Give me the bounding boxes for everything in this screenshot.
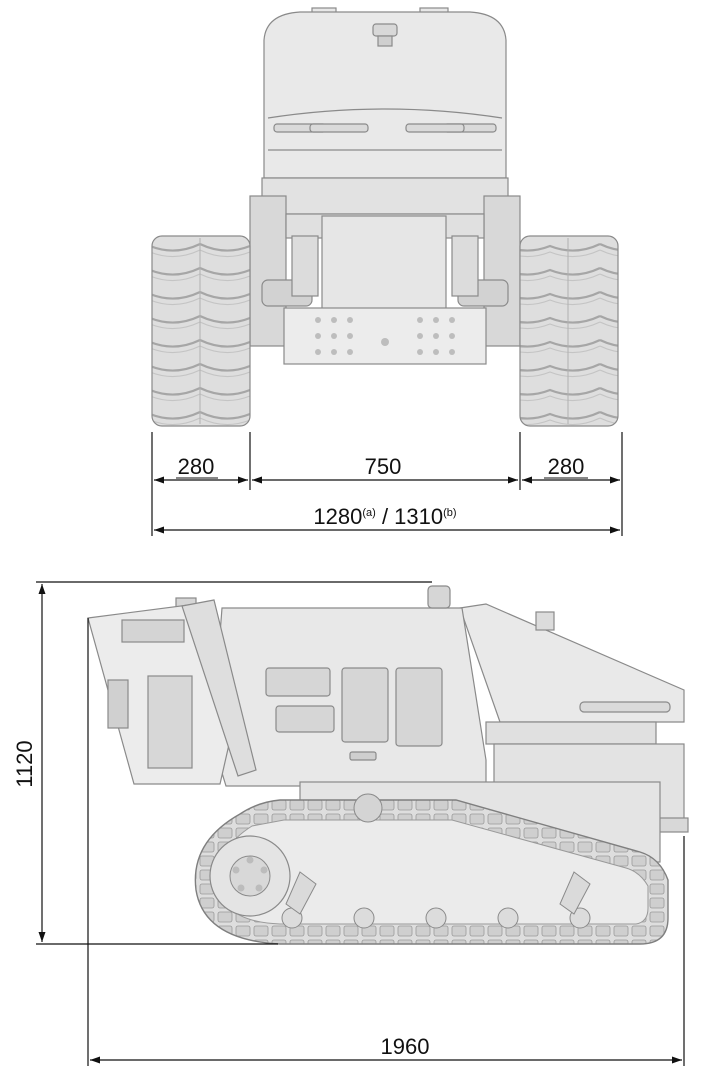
overall-width-a-sup: (a) <box>362 507 375 519</box>
height-label: 1120 <box>12 740 37 787</box>
left-track-width-label: 280 <box>178 454 215 479</box>
front-right-track <box>519 235 619 427</box>
front-view-machine <box>249 7 521 365</box>
track-gauge-label: 750 <box>365 454 402 479</box>
overall-width-sep: / <box>376 504 394 529</box>
overall-width-label: 1280(a) / 1310(b) <box>313 504 456 529</box>
side-view-machine <box>87 585 689 863</box>
front-dimensions <box>151 432 623 536</box>
side-dimensions <box>36 581 685 1066</box>
right-track-width-label: 280 <box>548 454 585 479</box>
length-label: 1960 <box>381 1034 430 1059</box>
overall-width-a: 1280 <box>313 504 362 529</box>
overall-width-b-sup: (b) <box>443 507 456 519</box>
overall-width-b: 1310 <box>394 504 443 529</box>
front-left-track <box>151 235 251 427</box>
side-track <box>194 793 669 945</box>
